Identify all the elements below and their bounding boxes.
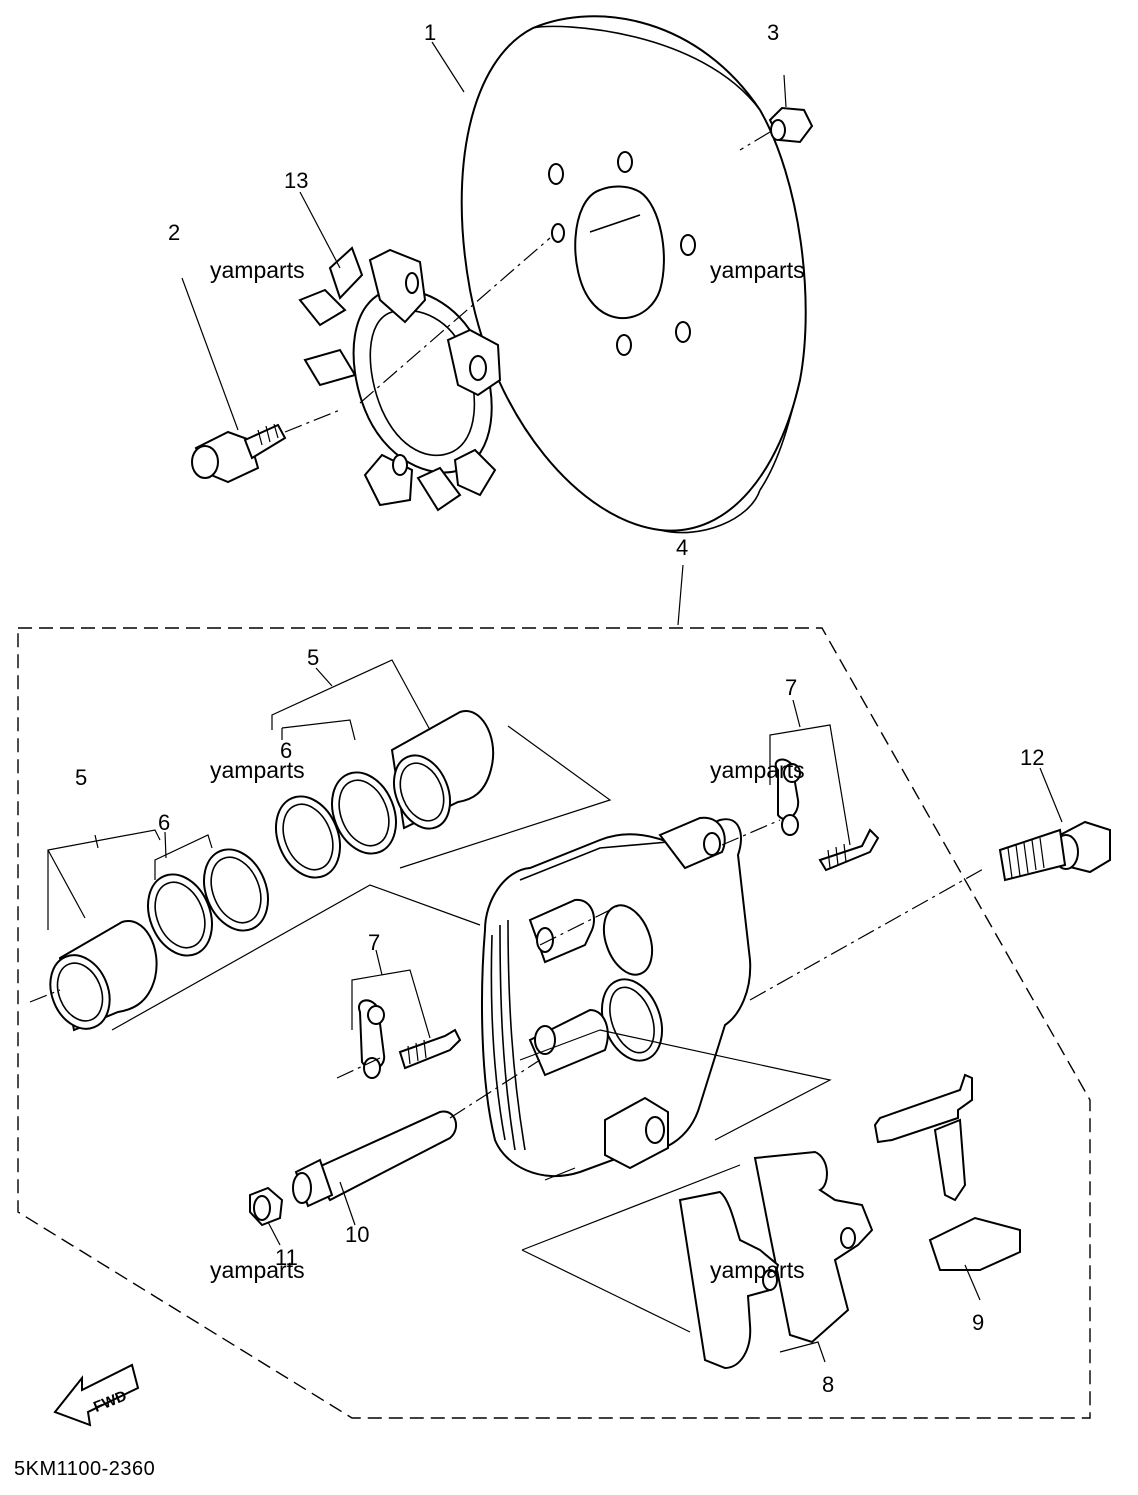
diagram-code: 5KM1100-2360 — [14, 1458, 155, 1480]
bleed-screw-lower[interactable] — [358, 999, 462, 1079]
disc-nut[interactable] — [739, 74, 814, 151]
callout-7-lower: 7 — [368, 930, 380, 955]
callout-10: 10 — [345, 1222, 369, 1247]
callout-7-upper: 7 — [785, 675, 797, 700]
watermark: yamparts — [710, 757, 805, 783]
piston-upper[interactable] — [384, 709, 495, 837]
watermark: yamparts — [710, 1257, 805, 1283]
callout-9: 9 — [972, 1310, 984, 1335]
seal-lower-b[interactable] — [136, 865, 223, 965]
caliper-assembly-outline — [17, 564, 1091, 1419]
watermark: yamparts — [210, 257, 305, 283]
callout-4: 4 — [676, 535, 688, 560]
callout-6-lower: 6 — [158, 810, 170, 835]
forward-direction-arrow: FWD — [53, 1363, 140, 1427]
callout-12: 12 — [1020, 745, 1044, 770]
pin-plug[interactable] — [249, 1186, 284, 1227]
callout-1: 1 — [424, 20, 436, 45]
callout-8: 8 — [822, 1372, 834, 1397]
disc-cover-plate[interactable] — [298, 191, 502, 512]
callout-5-lower: 5 — [75, 765, 87, 790]
callout-6-upper: 6 — [280, 738, 292, 763]
seal-lower-a[interactable] — [192, 840, 279, 940]
watermark: yamparts — [710, 257, 805, 283]
seal-upper-b[interactable] — [264, 787, 351, 887]
caliper-body[interactable] — [481, 816, 752, 1181]
brake-disc[interactable] — [460, 15, 807, 534]
pad-pin[interactable] — [292, 1059, 541, 1208]
disc-bolt[interactable] — [181, 237, 551, 484]
watermark: yamparts — [210, 757, 305, 783]
caliper-bolt[interactable] — [998, 820, 1111, 882]
watermark: yamparts — [210, 1257, 305, 1283]
callout-13: 13 — [284, 168, 308, 193]
callout-3: 3 — [767, 20, 779, 45]
brake-pad-outer[interactable] — [678, 1190, 780, 1370]
brake-pad-inner[interactable] — [753, 1150, 874, 1344]
callout-11: 11 — [275, 1245, 298, 1270]
callout-2: 2 — [168, 220, 180, 245]
piston-lower[interactable] — [40, 920, 158, 1038]
bleed-screw-upper[interactable] — [774, 758, 880, 872]
callout-5-upper: 5 — [307, 645, 319, 670]
pad-spring[interactable] — [873, 1073, 1021, 1271]
